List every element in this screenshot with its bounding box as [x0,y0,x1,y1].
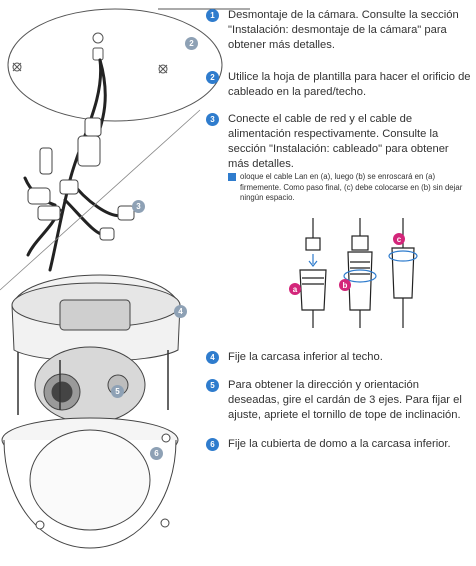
step-5-badge: 5 [206,379,219,392]
ceiling-plate [7,8,250,122]
callout-3: 3 [132,200,145,213]
lower-housing [11,274,181,362]
screws [17,350,169,415]
step-6-text: Fije la cubierta de domo a la carcasa in… [228,438,451,450]
label-c: c [393,233,405,245]
step-3-badge: 3 [206,113,219,126]
cable-note-text: oloque el cable Lan en (a), luego (b) se… [240,172,463,202]
step-1: 1 Desmontaje de la cámara. Consulte la s… [206,8,472,53]
callout-2: 2 [185,37,198,50]
step-5: 5 Para obtener la dirección y orientació… [206,378,472,423]
step-5-text: Para obtener la dirección y orientación … [228,379,462,421]
note-bullet-icon [228,173,236,181]
label-b: b [339,279,351,291]
dome-cover [1,417,179,549]
installation-illustration [0,8,250,549]
step-4-text: Fije la carcasa inferior al techo. [228,351,383,363]
step-6: 6 Fije la cubierta de domo a la carcasa … [206,437,472,452]
step-2-badge: 2 [206,71,219,84]
callout-4: 4 [174,305,187,318]
callout-5: 5 [111,385,124,398]
cable-connection-figure [299,218,418,328]
ceiling-line [0,109,201,291]
step-4-badge: 4 [206,351,219,364]
label-a: a [289,283,301,295]
step-1-badge: 1 [206,9,219,22]
step-4: 4 Fije la carcasa inferior al techo. [206,350,472,365]
step-6-badge: 6 [206,438,219,451]
step-3: 3 Conecte el cable de red y el cable de … [206,112,472,172]
cable-note: oloque el cable Lan en (a), luego (b) se… [228,172,472,204]
cable-connectors [27,117,135,241]
step-2-text: Utilice la hoja de plantilla para hacer … [228,71,471,98]
camera-gimbal [34,346,146,424]
step-3-text: Conecte el cable de red y el cable de al… [228,113,449,170]
step-2: 2 Utilice la hoja de plantilla para hace… [206,70,472,100]
step-1-text: Desmontaje de la cámara. Consulte la sec… [228,9,459,51]
callout-6: 6 [150,447,163,460]
